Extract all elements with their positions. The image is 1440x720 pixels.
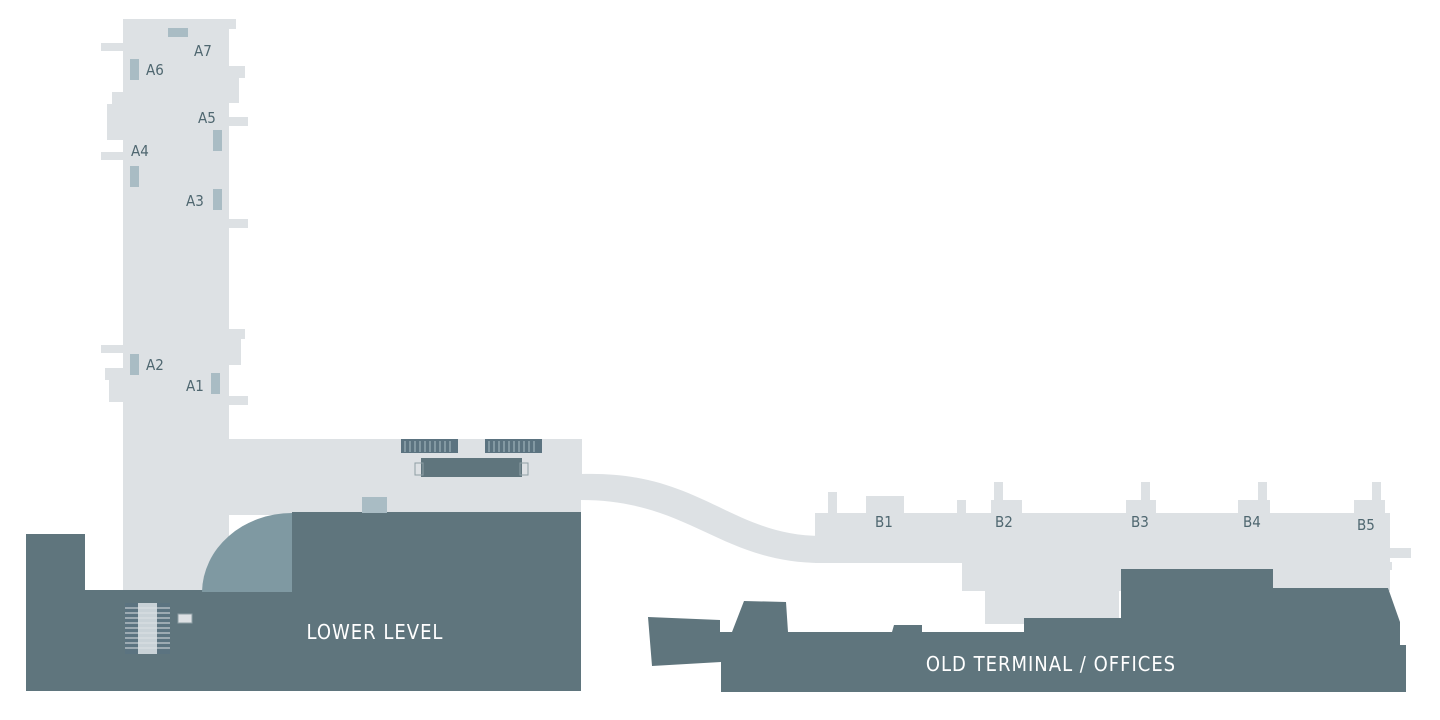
gate-b2-post (994, 482, 1003, 502)
stair-landing (421, 458, 522, 477)
lower-level-label[interactable]: LOWER LEVEL (307, 620, 444, 644)
gate-b1-post (828, 492, 837, 516)
stair-landing-edge (414, 462, 424, 476)
gate-b4-post (1258, 482, 1267, 502)
gate-b4-bump (1238, 500, 1270, 516)
gate-a2-label[interactable]: A2 (146, 356, 164, 374)
gate-b1-bump (866, 496, 904, 516)
gate-a6-label[interactable]: A6 (146, 61, 164, 79)
concourse-a-stub (105, 368, 126, 380)
concourse-a-stub (101, 152, 126, 160)
concourse-a-stub (107, 104, 126, 140)
gate-a7-label[interactable]: A7 (194, 42, 212, 60)
lower-level-main (292, 512, 581, 691)
info-kiosk (362, 497, 387, 513)
concourse-b-body (815, 513, 1390, 563)
gate-marker (211, 373, 220, 394)
gate-markers (130, 28, 222, 394)
gate-a3-label[interactable]: A3 (186, 192, 204, 210)
gate-a5-label[interactable]: A5 (198, 109, 216, 127)
gate-b3-post (1141, 482, 1150, 502)
lower-level-block (26, 512, 581, 691)
old-terminal-label[interactable]: OLD TERMINAL / OFFICES (926, 652, 1176, 676)
old-terminal-block (648, 569, 1406, 692)
gate-marker (130, 166, 139, 187)
gate-b3-label[interactable]: B3 (1131, 513, 1149, 531)
concourse-a-stub (226, 219, 248, 228)
gate-marker (130, 59, 139, 80)
concourse-a-top-cap (123, 19, 236, 29)
gate-b5-label[interactable]: B5 (1357, 516, 1375, 534)
gate-b5-post (1372, 482, 1381, 502)
gate-a1-label[interactable]: A1 (186, 377, 204, 395)
gate-marker (213, 130, 222, 151)
stair-landing-edge (519, 462, 529, 476)
gate-b2-label[interactable]: B2 (995, 513, 1013, 531)
gate-b1-label[interactable]: B1 (875, 513, 893, 531)
concourse-a (101, 19, 248, 624)
gate-marker (130, 354, 139, 375)
concourse-a-stub (226, 396, 248, 405)
gate-marker (168, 28, 188, 37)
escalator-icon (401, 439, 458, 453)
concourse-a-stub (226, 78, 239, 103)
gate-b1-post (957, 500, 966, 516)
concourse-a-body (123, 24, 229, 624)
concourse-a-stub (226, 329, 245, 339)
gate-b4-label[interactable]: B4 (1243, 513, 1261, 531)
escalator-icon (485, 439, 542, 453)
concourse-a-stub (101, 345, 126, 353)
lower-level-curve-fill (200, 592, 295, 624)
gate-b3-bump (1126, 500, 1156, 516)
concourse-a-stub (101, 43, 126, 51)
concourse-b-end (1387, 548, 1411, 558)
concourse-b-stub (1384, 562, 1392, 570)
gate-a4-label[interactable]: A4 (131, 142, 149, 160)
escalator-icon (125, 603, 193, 654)
gate-b2-bump (991, 500, 1022, 516)
ramp (202, 513, 292, 592)
concourse-a-stub (226, 66, 245, 78)
concourse-a-stub (112, 92, 126, 106)
gate-b5-bump (1354, 500, 1385, 516)
gate-labels: A7 A6 A5 A4 A3 A2 A1 B1 B2 B3 B4 B5 (131, 42, 1375, 534)
connector-walkway (581, 473, 822, 563)
gate-marker (213, 189, 222, 210)
concourse-a-stub (226, 117, 248, 126)
concourse-a-stub (226, 337, 241, 365)
concourse-a-stub (109, 378, 126, 402)
main-hall-extension (560, 439, 582, 475)
